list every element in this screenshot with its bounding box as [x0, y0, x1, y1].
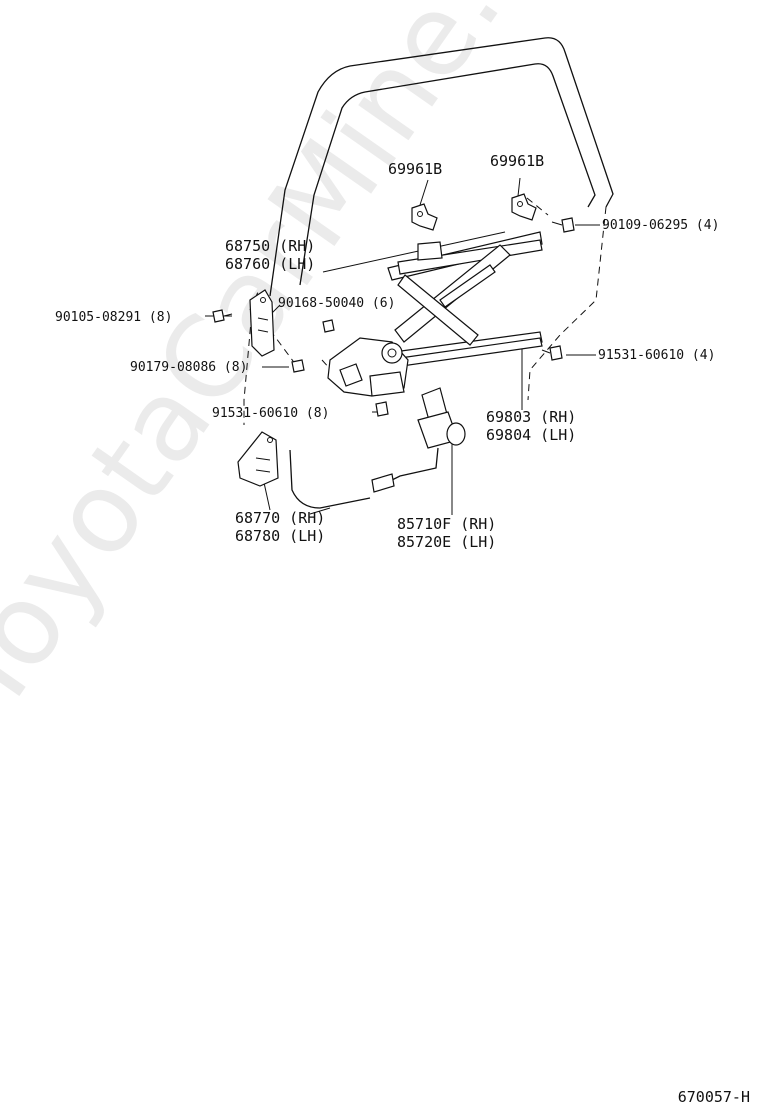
- label-channel-rear-lh: 68780 (LH): [235, 527, 326, 545]
- regulator-motor: [371, 387, 466, 493]
- channel-front: [249, 289, 275, 357]
- door-lower-outline: [289, 449, 371, 509]
- label-channel-front-lh: 68760 (LH): [225, 255, 316, 273]
- fasteners: [212, 217, 575, 417]
- clip-right: [511, 193, 537, 221]
- label-motor-rh: 85710F (RH): [397, 515, 497, 533]
- label-nut-left: 90179-08086 (8): [130, 360, 248, 375]
- door-glass: [269, 37, 614, 297]
- label-bolt-lower-left: 91531-60610 (8): [212, 406, 330, 421]
- label-clip-right: 69961B: [490, 152, 545, 170]
- label-motor-lh: 85720E (LH): [397, 533, 497, 551]
- channel-rear: [237, 431, 279, 487]
- label-regulator-lh: 69804 (LH): [486, 426, 577, 444]
- label-bolt-right: 91531-60610 (4): [598, 348, 716, 363]
- diagram-code: 670057-H: [677, 1088, 750, 1106]
- label-bolt-top-right: 90109-06295 (4): [602, 218, 720, 233]
- clip-left: [411, 203, 438, 231]
- label-regulator-rh: 69803 (RH): [486, 408, 577, 426]
- label-channel-front-rh: 68750 (RH): [225, 237, 316, 255]
- label-channel-rear-rh: 68770 (RH): [235, 509, 326, 527]
- label-screw-center: 90168-50040 (6): [278, 296, 396, 311]
- label-bolt-left-top: 90105-08291 (8): [55, 310, 173, 325]
- label-clip-left: 69961B: [388, 160, 443, 178]
- window-regulator: [327, 231, 543, 397]
